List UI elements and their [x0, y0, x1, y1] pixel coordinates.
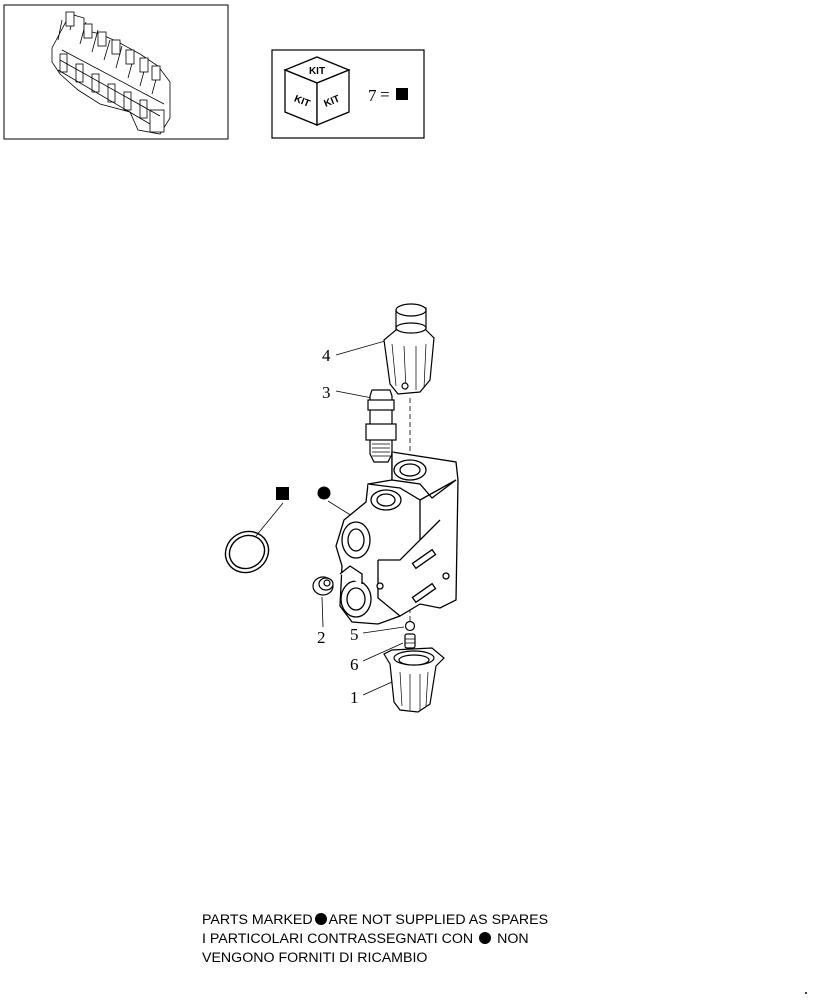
callout-6: 6: [350, 655, 359, 674]
corner-dot: [805, 992, 807, 994]
footnote-line-1-end: ARE NOT SUPPLIED AS SPARES: [328, 912, 549, 928]
footnote-line-1-start: PARTS MARKED: [202, 912, 313, 928]
callout-4: 4: [322, 346, 331, 365]
kit-legend-number: 7: [368, 86, 377, 105]
part-2-plug: [312, 576, 334, 596]
callout-3: 3: [322, 383, 331, 402]
kit-legend-equals: =: [380, 85, 390, 104]
kit-legend-box: KIT KIT KIT 7 =: [271, 49, 425, 139]
not-supplied-circle-marker: [317, 486, 331, 500]
part-6-spring: [404, 633, 416, 649]
valve-section-body: [335, 451, 459, 625]
o-ring: [224, 530, 270, 574]
assembly-thumbnail: [3, 4, 229, 140]
footnote-line-2-start: I PARTICOLARI CONTRASSEGNATI CON: [202, 931, 474, 947]
callout-5: 5: [350, 625, 359, 644]
circle-symbol-icon: [479, 932, 492, 944]
footnote-line-1: PARTS MARKED ARE NOT SUPPLIED AS SPARES: [202, 911, 622, 930]
part-5-ball: [404, 620, 416, 632]
circle-symbol-icon: [314, 913, 327, 925]
kit-face-top: KIT: [309, 66, 325, 77]
kit-square-symbol: [396, 88, 408, 100]
part-1-spool-cap: [383, 647, 445, 713]
footnote-line-3: VENGONO FORNITI DI RICAMBIO: [202, 950, 428, 966]
part-4-cap: [383, 303, 435, 395]
callout-2: 2: [317, 628, 326, 647]
footnote-line-2: I PARTICOLARI CONTRASSEGNATI CON NON: [202, 930, 622, 949]
part-3-cartridge: [365, 389, 397, 463]
footnote-line-2-end: NON: [497, 931, 529, 947]
footnote: PARTS MARKED ARE NOT SUPPLIED AS SPARES I…: [202, 911, 622, 968]
callout-1: 1: [350, 688, 359, 707]
kit-cube-icon: [283, 56, 351, 126]
kit-square-marker: [276, 487, 289, 500]
